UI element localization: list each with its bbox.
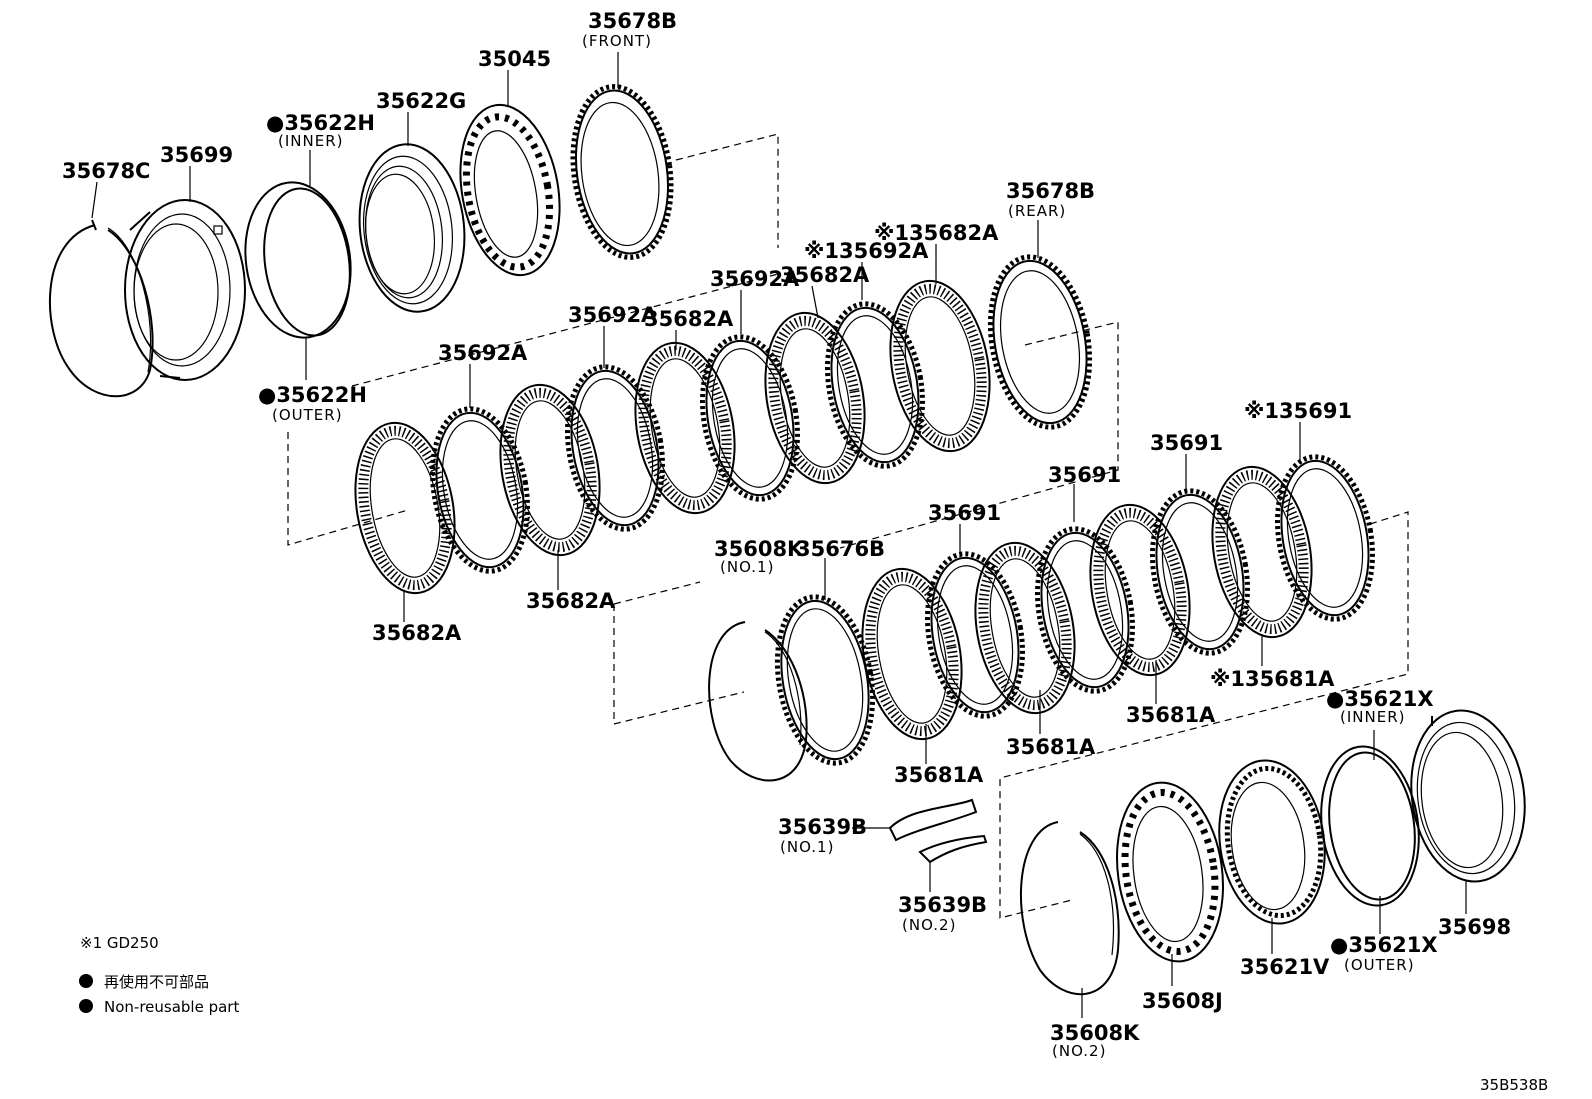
label-35692A-a: 35692A — [438, 341, 528, 365]
label-35678C: 35678C — [62, 159, 150, 183]
label-35692A-b: 35692A — [568, 303, 658, 327]
plate-35608J — [1116, 781, 1224, 963]
label-35676B: 35676B — [796, 537, 885, 561]
label-35681A-c: 35681A — [1006, 735, 1096, 759]
label-35692A-d: ※135692A — [804, 239, 929, 263]
label-35699: 35699 — [160, 143, 233, 167]
drawing-code: 35B538B — [1480, 1076, 1548, 1094]
label-35682A-c: ※135682A — [874, 221, 999, 245]
retainer-35699 — [124, 199, 246, 381]
friction-disc-2 — [499, 383, 601, 557]
steel-plate-8 — [1275, 454, 1375, 622]
label-35621X-outer-sub: (OUTER) — [1344, 956, 1415, 974]
label-35639B-no2-sub: (NO.2) — [902, 916, 956, 934]
label-35621V: 35621V — [1240, 955, 1330, 979]
plate-35676B — [774, 594, 876, 766]
steel-plate-7 — [1150, 488, 1250, 656]
label-35608K-no1: 35608K — [714, 537, 804, 561]
legend-nonreusable-en: Non-reusable part — [104, 998, 239, 1016]
label-35622H-inner: ●35622H — [266, 111, 375, 135]
damper-spring-35639B-no2 — [918, 834, 988, 864]
label-35678B-front-sub: (FRONT) — [582, 32, 652, 50]
label-35621X-inner-sub: (INNER) — [1340, 708, 1405, 726]
label-35691-d: ※135691 — [1244, 399, 1352, 423]
label-35639B-no1: 35639B — [778, 815, 867, 839]
label-35678B-front: 35678B — [588, 9, 677, 33]
label-35621X-outer: ●35621X — [1330, 933, 1438, 957]
snap-ring-35678C — [49, 219, 154, 398]
friction-disc-8 — [1089, 503, 1191, 677]
non-reusable-bullet-icon — [79, 999, 93, 1013]
plate-35678B-front — [570, 84, 674, 260]
piston-35622G — [358, 143, 466, 313]
label-35608K-no2: 35608K — [1050, 1021, 1140, 1045]
retainer-35698 — [1410, 709, 1526, 883]
steel-plate-2 — [565, 364, 665, 532]
label-35682A-e: 35682A — [526, 589, 616, 613]
label-35692A-c: 35692A — [710, 267, 800, 291]
spring-retainer-35045 — [459, 103, 561, 277]
label-35678B-rear: 35678B — [1006, 179, 1095, 203]
label-35698: 35698 — [1438, 915, 1511, 939]
steel-plate-4 — [825, 301, 925, 469]
label-35622G: 35622G — [376, 89, 466, 113]
friction-disc-3 — [634, 341, 736, 515]
label-35639B-no1-sub: (NO.1) — [780, 838, 834, 856]
label-35682A-d: 35682A — [372, 621, 462, 645]
damper-spring-35639B-no1 — [888, 798, 978, 842]
snap-ring-35608K-no2 — [1019, 821, 1120, 996]
label-35678B-rear-sub: (REAR) — [1008, 202, 1066, 220]
label-35622H-outer: ●35622H — [258, 383, 367, 407]
clutch-pack-upper — [354, 254, 1093, 595]
label-35621X-inner: ●35621X — [1326, 687, 1434, 711]
label-35681A-d: 35681A — [894, 763, 984, 787]
clutch-pack-lower — [708, 454, 1375, 782]
steel-plate-3 — [700, 334, 800, 502]
friction-disc-9 — [1211, 465, 1313, 639]
label-35608K-no1-sub: (NO.1) — [720, 558, 774, 576]
legend-note-gd250: ※1 GD250 — [80, 934, 159, 952]
label-35681A-a: ※135681A — [1210, 667, 1335, 691]
leader-lines — [91, 52, 1467, 1018]
steel-plate-1 — [430, 406, 530, 574]
friction-disc-1 — [354, 421, 456, 595]
steel-plate-6 — [1035, 526, 1135, 694]
label-35622H-outer-sub: (OUTER) — [272, 406, 343, 424]
label-35608J: 35608J — [1142, 989, 1223, 1013]
part-labels: 35678C 35699 ●35622H (INNER) 35622G 3504… — [62, 9, 1511, 1060]
seal-35621X — [1320, 745, 1420, 907]
label-35691-c: 35691 — [1150, 431, 1223, 455]
assembly-guide-lines — [287, 133, 1409, 919]
label-35639B-no2: 35639B — [898, 893, 987, 917]
steel-plate-5 — [925, 551, 1025, 719]
seal-35622H — [244, 181, 352, 339]
label-35681A-b: 35681A — [1126, 703, 1216, 727]
label-35691-a: 35691 — [928, 501, 1001, 525]
friction-disc-4 — [764, 311, 866, 485]
snap-ring-35608K-no1 — [708, 621, 808, 782]
plate-35678B-rear — [987, 254, 1093, 430]
label-35691-b: 35691 — [1048, 463, 1121, 487]
label-35682A-a: 35682A — [644, 307, 734, 331]
legend-nonreusable-jp: 再使用不可部品 — [104, 973, 209, 991]
label-35622H-inner-sub: (INNER) — [278, 132, 343, 150]
label-35682A-b: 35682A — [780, 263, 870, 287]
label-35045: 35045 — [478, 47, 551, 71]
friction-disc-5 — [889, 279, 991, 453]
non-reusable-bullet-icon — [79, 974, 93, 988]
legend: ※1 GD250 再使用不可部品 Non-reusable part — [79, 934, 239, 1016]
piston-35621V — [1218, 759, 1326, 925]
label-35608K-no2-sub: (NO.2) — [1052, 1042, 1106, 1060]
